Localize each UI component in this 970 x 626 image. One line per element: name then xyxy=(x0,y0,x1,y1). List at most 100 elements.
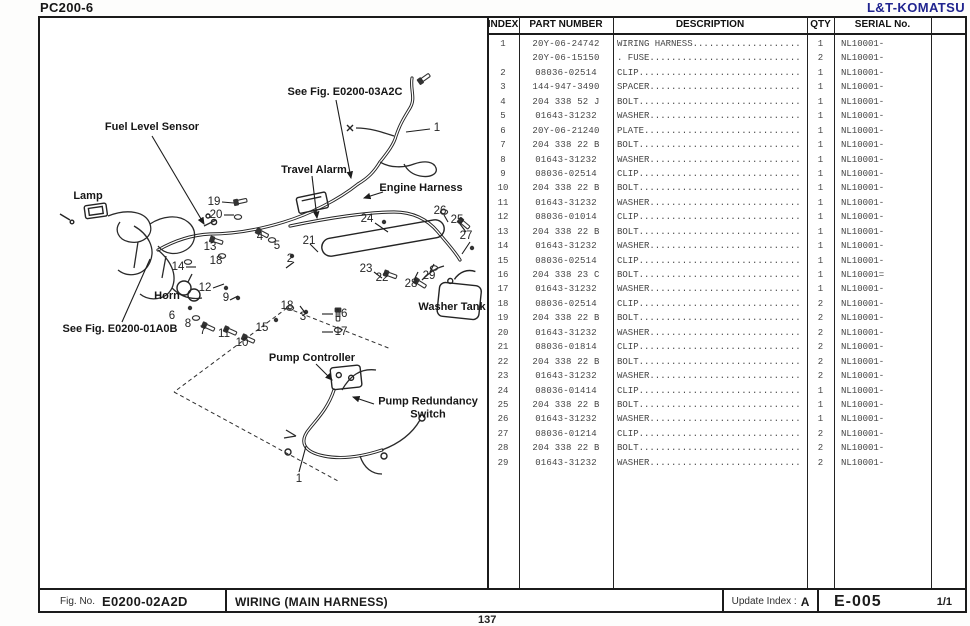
table-row: 27 08036-01214 CLIP.......................… xyxy=(487,427,967,441)
cell-serial: NL10001- xyxy=(841,327,885,338)
doc-sheet: 1/1 xyxy=(936,595,952,608)
wiring-diagram-art xyxy=(59,71,482,482)
cell-part-number: 08036-02514 xyxy=(535,67,597,78)
cell-qty: 2 xyxy=(817,298,824,309)
cell-serial: NL10001- xyxy=(841,212,885,223)
column-header-qty: QTY xyxy=(810,19,831,30)
cell-qty: 2 xyxy=(817,342,824,353)
cell-serial: NL10001- xyxy=(841,39,885,49)
cell-index xyxy=(487,51,519,65)
diagram-table-divider xyxy=(487,16,489,588)
cell-serial: NL10001- xyxy=(841,140,885,151)
page-number: 137 xyxy=(478,614,497,626)
cell-part-number: 204 338 52 J xyxy=(532,96,600,107)
cell-index: 25 xyxy=(497,399,509,410)
cell-serial: NL10001- xyxy=(841,111,885,122)
cell-index: 24 xyxy=(497,385,509,396)
cell-part-number: 01643-31232 xyxy=(535,111,597,122)
table-row: 10 204 338 22 B BOLT......................… xyxy=(487,181,967,195)
cell-part-number: 08036-01214 xyxy=(535,428,597,439)
cell-index: 20 xyxy=(497,327,509,338)
cell-description: WASHER............................ xyxy=(617,284,801,295)
cell-index: 10 xyxy=(497,183,509,194)
cell-qty: 2 xyxy=(817,53,824,64)
cell-index: 29 xyxy=(497,457,509,468)
column-header-part-number: PART NUMBER xyxy=(529,19,603,30)
cell-description: BOLT.............................. xyxy=(617,443,801,454)
cell-description: BOLT.............................. xyxy=(617,313,801,324)
cell-part-number: 204 338 22 B xyxy=(532,443,600,454)
column-header-index: INDEX xyxy=(487,19,519,30)
cell-part-number: 08036-01814 xyxy=(535,342,597,353)
cell-index: 11 xyxy=(497,197,509,208)
page-frame xyxy=(38,16,967,613)
cell-description: CLIP.............................. xyxy=(617,168,801,179)
cell-serial: NL10001= xyxy=(841,270,885,280)
cell-serial: NL10001- xyxy=(841,284,885,295)
cell-description: BOLT.............................. xyxy=(617,356,801,367)
cell-index: 17 xyxy=(497,284,509,295)
cell-part-number: 01643-31232 xyxy=(535,327,597,338)
cell-qty: 1 xyxy=(817,414,824,425)
cell-part-number: 204 338 22 B xyxy=(532,183,600,194)
cell-serial: NL10001- xyxy=(841,154,885,165)
cell-description: BOLT.............................. xyxy=(617,140,801,151)
cell-part-number: 204 338 22 B xyxy=(532,226,600,237)
footer-bar: Fig. No. E0200-02A2D WIRING (MAIN HARNES… xyxy=(38,588,967,613)
cell-qty: 1 xyxy=(817,39,824,49)
cell-index: 1 xyxy=(500,39,506,49)
cell-qty: 2 xyxy=(817,313,824,324)
cell-part-number: 01643-31232 xyxy=(535,154,597,165)
cell-description: WASHER............................ xyxy=(617,241,801,252)
cell-qty: 2 xyxy=(817,371,824,382)
cell-description: CLIP.............................. xyxy=(617,428,801,439)
table-row: 20Y-06-15150. FUSE......................… xyxy=(487,51,967,65)
cell-index: 5 xyxy=(500,111,506,122)
cell-qty: 1 xyxy=(817,284,824,295)
cell-index: 8 xyxy=(500,154,506,165)
parts-header: INDEX PART NUMBER DESCRIPTION QTY SERIAL… xyxy=(487,16,967,35)
cell-qty: 1 xyxy=(817,399,824,410)
wiring-diagram xyxy=(38,16,487,588)
cell-description: WASHER............................ xyxy=(617,111,801,122)
cell-index: 27 xyxy=(497,428,509,439)
cell-description: WASHER............................ xyxy=(617,414,801,425)
cell-serial: NL10001- xyxy=(841,399,885,410)
cell-description: WASHER............................ xyxy=(617,154,801,165)
update-index-label: Update Index : xyxy=(731,596,797,607)
table-row: 20 01643-31232 WASHER.....................… xyxy=(487,326,967,340)
table-row: 8 01643-31232 WASHER......................… xyxy=(487,153,967,167)
table-column-line xyxy=(931,16,932,588)
cell-qty: 2 xyxy=(817,428,824,439)
cell-serial: NL10001- xyxy=(841,168,885,179)
cell-description: WASHER............................ xyxy=(617,327,801,338)
cell-part-number: 08036-01414 xyxy=(535,385,597,396)
cell-qty: 1 xyxy=(817,385,824,396)
cell-qty: 1 xyxy=(817,140,824,151)
cell-qty: 1 xyxy=(817,82,824,93)
cell-description: CLIP.............................. xyxy=(617,298,801,309)
cell-index: 18 xyxy=(497,298,509,309)
sheet-title-cell: WIRING (MAIN HARNESS) xyxy=(225,590,722,613)
cell-serial: NL10001- xyxy=(841,197,885,208)
cell-description: BOLT.............................. xyxy=(617,183,801,194)
cell-qty: 1 xyxy=(817,125,824,136)
cell-serial: NL10001- xyxy=(841,241,885,252)
fig-no-label: Fig. No. xyxy=(60,596,96,607)
cell-part-number: 01643-31232 xyxy=(535,241,597,252)
cell-description: BOLT.............................. xyxy=(617,96,801,107)
cell-serial: NL10001- xyxy=(841,443,885,454)
cell-serial: NL10001- xyxy=(841,428,885,439)
cell-part-number: 01643-31232 xyxy=(535,414,597,425)
cell-part-number: 08036-02514 xyxy=(535,298,597,309)
cell-description: WIRING HARNESS.................... xyxy=(617,39,801,49)
